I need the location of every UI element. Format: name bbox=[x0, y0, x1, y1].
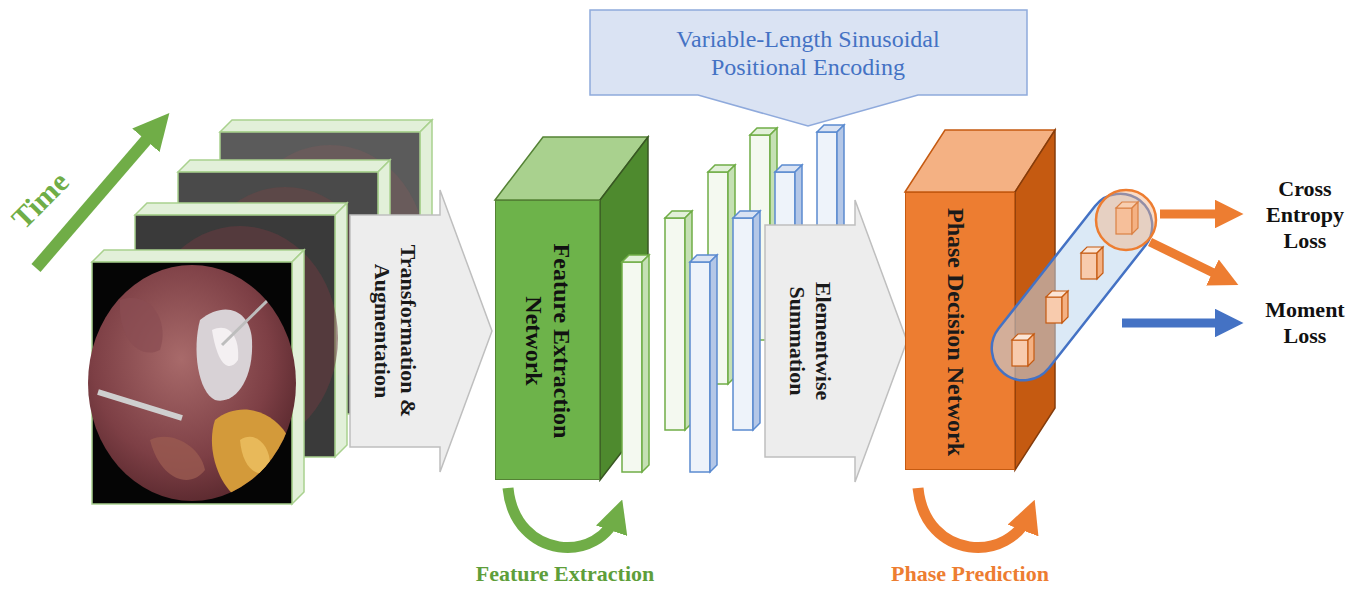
loop-arrow bbox=[918, 488, 1030, 548]
transform-arrow: Transformation & Augmentation bbox=[350, 190, 492, 472]
loss-label: Moment Loss bbox=[1250, 297, 1360, 349]
stage-label: Phase Prediction bbox=[891, 561, 1049, 587]
feature-extraction-box: Feature Extraction Network bbox=[495, 200, 600, 480]
loss-arrow bbox=[1160, 210, 1232, 219]
loss-arrow bbox=[1122, 319, 1232, 328]
node-label: Feature Extraction Network bbox=[520, 212, 577, 470]
sequence-capsule bbox=[979, 181, 1165, 393]
curved-arrows bbox=[508, 488, 1030, 548]
feature-extraction-3d-faces bbox=[495, 137, 648, 480]
positional-encoding-arrow: Variable-Length Sinusoidal Positional En… bbox=[590, 10, 1027, 128]
node-label: Variable-Length Sinusoidal Positional En… bbox=[638, 25, 978, 82]
node-label: Transformation & Augmentation bbox=[369, 224, 421, 438]
node-label: Elementwise Summation bbox=[784, 234, 836, 448]
loss-label: Cross Entropy Loss bbox=[1250, 176, 1360, 254]
loss-arrow bbox=[1150, 242, 1228, 280]
stage-label: Feature Extraction bbox=[476, 561, 655, 587]
last-prediction-circle bbox=[1096, 190, 1156, 250]
loop-arrow bbox=[508, 488, 618, 548]
laparoscopic-frame bbox=[86, 250, 304, 505]
node-label: Phase Decision Network bbox=[942, 206, 970, 458]
feature-vector bbox=[622, 128, 777, 472]
summation-arrow: Elementwise Summation bbox=[765, 200, 907, 482]
